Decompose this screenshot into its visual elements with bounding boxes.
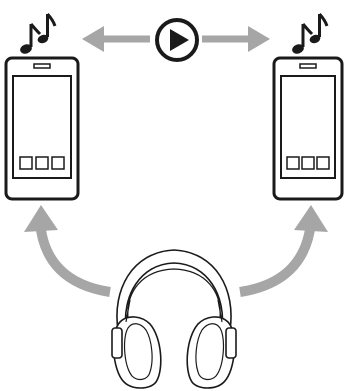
connection-arrow-left bbox=[24, 205, 110, 292]
smartphone-icon bbox=[274, 58, 342, 199]
sync-arrow-right bbox=[202, 26, 270, 52]
headphones-icon bbox=[112, 250, 236, 388]
music-notes-icon bbox=[291, 14, 327, 55]
smartphone-icon bbox=[6, 58, 78, 199]
sync-arrow-left bbox=[82, 26, 150, 52]
music-notes-icon bbox=[19, 14, 55, 55]
play-icon bbox=[157, 20, 197, 60]
connection-arrow-right bbox=[240, 205, 328, 292]
